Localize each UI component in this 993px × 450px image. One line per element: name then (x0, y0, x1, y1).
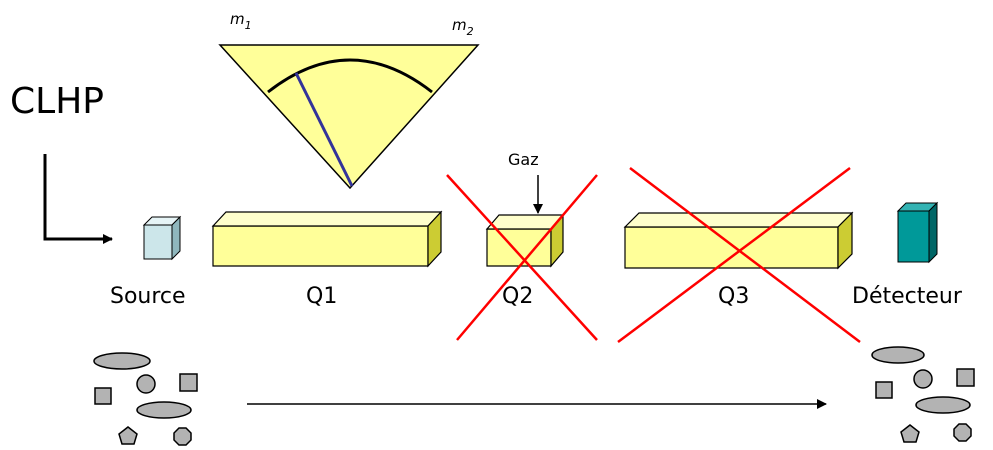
ion-pentagon (900, 424, 920, 443)
ion-circle (913, 369, 933, 389)
clhp-label: CLHP (10, 81, 104, 122)
ion-ellipse (915, 396, 971, 414)
m1-label: m1 (230, 10, 252, 32)
q3-quadrupole (623, 211, 854, 270)
selector-line (294, 72, 354, 187)
ion-group-left (93, 352, 198, 446)
q3-label: Q3 (718, 284, 749, 309)
lc-inlet-arrow (43, 154, 113, 244)
ion-ellipse (136, 401, 192, 419)
m2-label: m2 (452, 16, 474, 38)
q2-cross-mark (446, 174, 598, 341)
ion-square (94, 387, 112, 405)
detector-cube (896, 201, 939, 264)
detecteur-label: Détecteur (852, 284, 963, 309)
q1-label: Q1 (306, 284, 337, 309)
ion-pentagon (118, 426, 138, 445)
q1-quadrupole (211, 210, 443, 268)
q3-cross-mark (617, 167, 861, 343)
mass-selector: m1 m2 (218, 10, 480, 190)
selector-fan (218, 44, 480, 190)
gaz-label: Gaz (508, 150, 539, 169)
ion-group-right (871, 346, 975, 443)
selector-arc (267, 58, 433, 94)
ion-ellipse (93, 352, 151, 370)
source-label: Source (110, 284, 186, 309)
ion-square (875, 381, 893, 399)
ion-square (179, 373, 198, 392)
ion-circle (136, 374, 156, 394)
ion-octagon (173, 427, 192, 446)
ion-square (956, 368, 975, 387)
ion-octagon (953, 423, 972, 442)
source-cube (142, 215, 182, 261)
ion-ellipse (871, 346, 925, 364)
q2-label: Q2 (502, 284, 533, 309)
